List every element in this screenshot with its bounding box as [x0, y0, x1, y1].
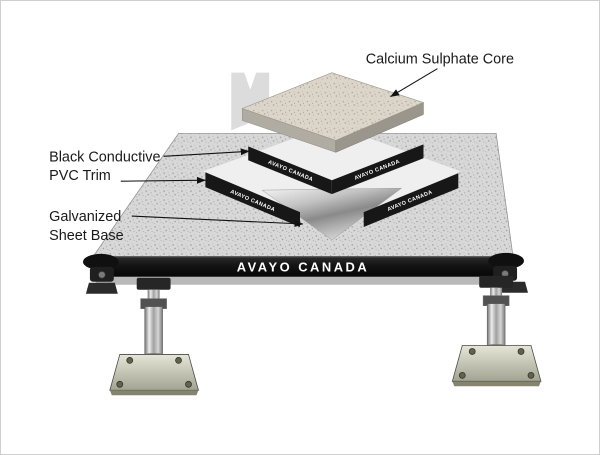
callout-core-arrow — [390, 68, 438, 98]
callout-trim-label-line2: PVC Trim — [49, 168, 111, 184]
trim-strip-lower-left — [205, 172, 300, 228]
bolt-hole — [468, 348, 476, 355]
brand-text: AVAYO CANADA — [237, 259, 369, 274]
pedestal-head — [479, 275, 514, 288]
callout-base-label-line2: Sheet Base — [49, 228, 124, 244]
trim-strip-upper-left — [248, 146, 332, 195]
pedestal-tube — [486, 303, 506, 350]
bolt-hole — [175, 357, 182, 364]
trim-strip-lower-right — [363, 173, 459, 228]
corner-foot — [85, 282, 118, 294]
base-plate-edge — [109, 390, 199, 396]
bolt-hole — [126, 357, 134, 364]
bolt-hole — [185, 380, 192, 388]
corner-bolt — [97, 270, 106, 279]
corner-hardware-right — [488, 252, 528, 293]
pedestal-tube — [144, 306, 163, 359]
base-plate-left — [109, 354, 199, 391]
base-plate-right — [451, 345, 542, 382]
callout-trim-label-line1: Black Conductive — [49, 149, 160, 165]
bolt-hole — [116, 380, 124, 388]
trim-strip-upper-right — [331, 144, 424, 195]
pedestal-leg-left — [109, 277, 199, 396]
floor-panel: AVAYO CANADA AVAYO CANADA AVAYO CANADA A… — [92, 124, 514, 258]
base-plate-edge — [452, 381, 541, 387]
corner-cap — [488, 252, 525, 269]
bolt-hole — [458, 371, 466, 379]
callout-core: Calcium Sulphate Core — [366, 52, 514, 98]
pedestal-leg-right — [451, 275, 542, 387]
callout-base-label-line1: Galvanized — [49, 209, 121, 225]
callout-base-arrow — [131, 215, 304, 228]
pedestal-stud — [147, 289, 160, 302]
core-slab-top-face — [241, 72, 425, 141]
pedestal-stud — [490, 287, 503, 299]
callout-trim-arrow-upper — [163, 148, 250, 157]
core-slab — [241, 72, 425, 153]
callout-trim-arrow-lower — [120, 176, 206, 184]
pedestal-head — [136, 277, 171, 290]
corner-hardware-left — [82, 253, 119, 294]
callout-core-label: Calcium Sulphate Core — [366, 52, 514, 68]
callout-base: Galvanized Sheet Base — [49, 209, 304, 244]
callout-trim: Black Conductive PVC Trim — [49, 148, 250, 184]
bolt-hole — [517, 348, 525, 355]
corner-cap — [82, 253, 119, 270]
panel-under-lip — [92, 276, 514, 285]
bolt-hole — [527, 371, 535, 379]
